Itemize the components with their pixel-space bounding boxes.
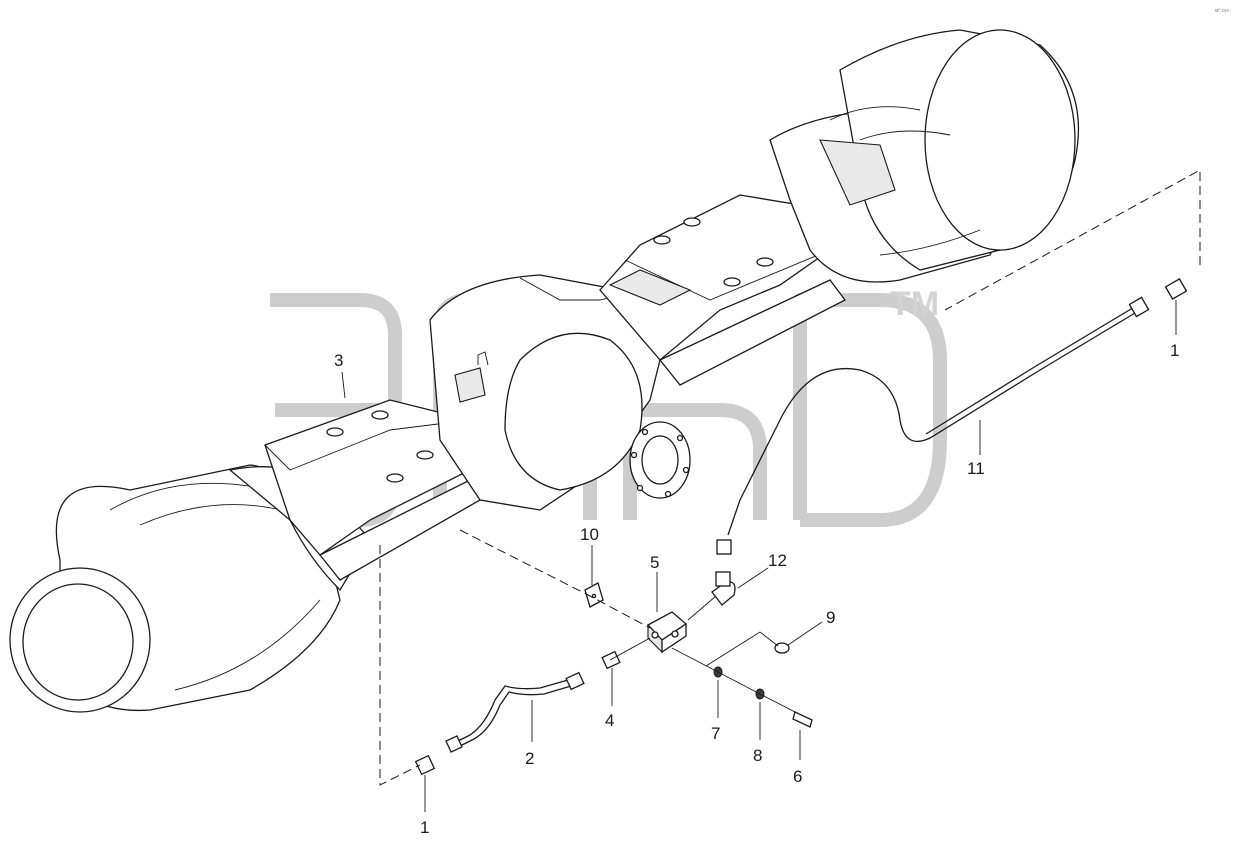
callout-4: 4 xyxy=(605,711,614,730)
callout-2: 2 xyxy=(525,749,534,768)
union-fitting-left xyxy=(414,754,436,776)
callout-1-left: 1 xyxy=(420,818,429,837)
callout-12: 12 xyxy=(768,551,787,570)
bolt xyxy=(792,711,813,728)
differential-housing xyxy=(429,274,691,511)
watermark-tm: TM xyxy=(890,285,939,323)
callout-1-right: 1 xyxy=(1170,341,1179,360)
nut xyxy=(774,642,790,654)
brake-line-left xyxy=(445,671,585,753)
elbow-fitting xyxy=(711,571,736,606)
callout-6: 6 xyxy=(793,767,802,786)
drive-axle-assembly xyxy=(9,29,1080,713)
callout-10: 10 xyxy=(580,525,599,544)
corner-mark: ᴍᴾ ᴅɪᴀ xyxy=(1215,8,1229,14)
right-axle-housing xyxy=(599,194,846,386)
callout-labels: 1 1 2 3 4 5 6 7 8 9 10 11 12 xyxy=(334,341,1179,837)
callout-9: 9 xyxy=(826,608,835,627)
union-fitting-right xyxy=(1164,278,1188,300)
callout-3: 3 xyxy=(334,351,343,370)
tee-block xyxy=(646,611,688,654)
callout-8: 8 xyxy=(753,746,762,765)
adapter-fitting xyxy=(601,650,621,670)
callout-leaders xyxy=(341,300,1177,812)
brake-line-right xyxy=(716,296,1150,555)
right-wheel-hub xyxy=(769,29,1080,283)
callout-7: 7 xyxy=(711,724,720,743)
left-axle-housing xyxy=(264,399,481,581)
callout-5: 5 xyxy=(650,553,659,572)
fitting-nut xyxy=(1128,296,1150,318)
callout-11: 11 xyxy=(967,459,985,478)
assembly-lines xyxy=(379,169,1201,786)
